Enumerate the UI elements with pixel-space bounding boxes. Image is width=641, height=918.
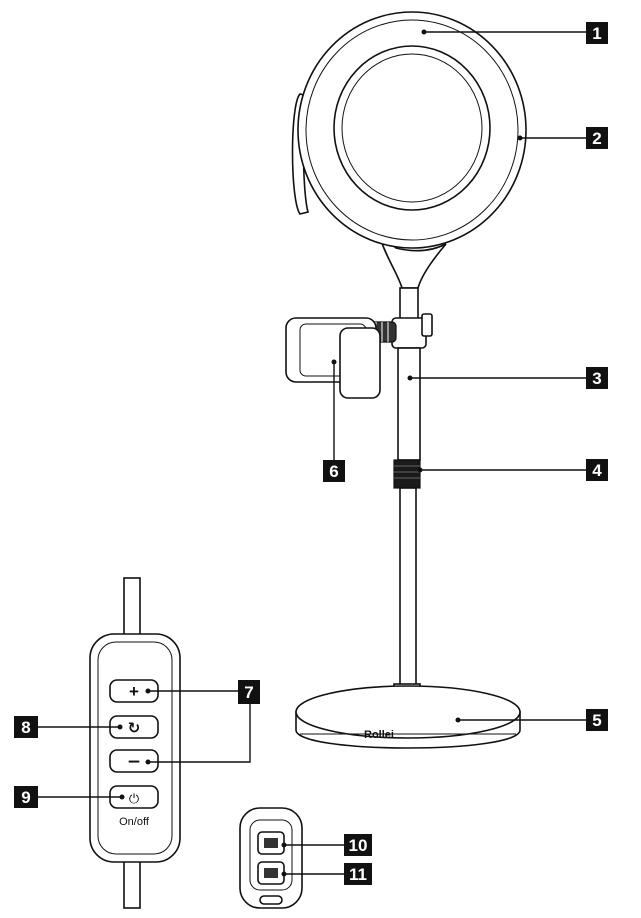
callout-4: 4: [586, 459, 608, 481]
holder-grip: [339, 327, 381, 399]
power-icon: ⏻: [129, 792, 139, 807]
svg-text:6: 6: [329, 462, 338, 481]
svg-text:3: 3: [592, 369, 601, 388]
remote-face: [249, 819, 293, 891]
svg-text:7: 7: [244, 683, 253, 702]
minus-symbol: −: [127, 752, 141, 772]
camera-icon: [264, 838, 278, 848]
callout-7: 7: [238, 680, 260, 704]
bluetooth-remote: [239, 807, 303, 909]
cable-bottom: [123, 857, 141, 909]
callout-5: 5: [586, 709, 608, 731]
svg-text:1: 1: [592, 24, 601, 43]
ring-inner-edge: [305, 19, 519, 241]
clamp-screw: [421, 313, 433, 337]
remote-body: [239, 807, 303, 909]
plus-symbol: +: [129, 682, 139, 701]
svg-text:9: 9: [21, 788, 30, 807]
mirror: [333, 45, 491, 211]
phone-holder: [285, 317, 397, 399]
cycle-icon: ↻: [128, 719, 141, 737]
pole-section-lower: [399, 487, 417, 701]
controller-face: [97, 641, 173, 855]
callout-1: 1: [586, 22, 608, 44]
wired-controller: + ↻ − ⏻ On/off: [89, 577, 181, 909]
callout-10: 10: [344, 834, 372, 856]
pole-clamp-collar: [391, 317, 427, 349]
head-neck: [376, 229, 447, 289]
callout-labels: 1 2 3 4 5 6 7 8: [14, 22, 608, 885]
pole-section-upper: [397, 347, 421, 461]
mirror-inner: [341, 53, 483, 203]
svg-text:2: 2: [592, 129, 601, 148]
svg-text:4: 4: [592, 461, 602, 480]
callout-3: 3: [586, 367, 608, 389]
callout-6: 6: [323, 460, 345, 482]
callout-lines: [38, 29, 586, 877]
callout-8: 8: [14, 716, 38, 738]
upper-pole: [391, 287, 433, 461]
minus-button: [109, 749, 159, 773]
base-top: [295, 685, 521, 739]
onoff-label: On/off: [119, 816, 150, 828]
svg-text:10: 10: [349, 836, 368, 855]
base: Rollei: [295, 685, 521, 749]
cable-top: [123, 577, 141, 639]
camera-icon: [264, 868, 278, 878]
base-logo: Rollei: [364, 729, 394, 741]
svg-text:11: 11: [349, 865, 367, 884]
svg-text:5: 5: [592, 711, 601, 730]
svg-text:8: 8: [21, 718, 30, 737]
remote-strap-loop: [259, 895, 283, 905]
callout-9: 9: [14, 786, 38, 808]
callout-11: 11: [344, 863, 372, 885]
ring-light-head: [291, 11, 527, 289]
height-lock-ring: [393, 459, 421, 489]
callout-2: 2: [586, 127, 608, 149]
lower-pole: [393, 459, 421, 701]
